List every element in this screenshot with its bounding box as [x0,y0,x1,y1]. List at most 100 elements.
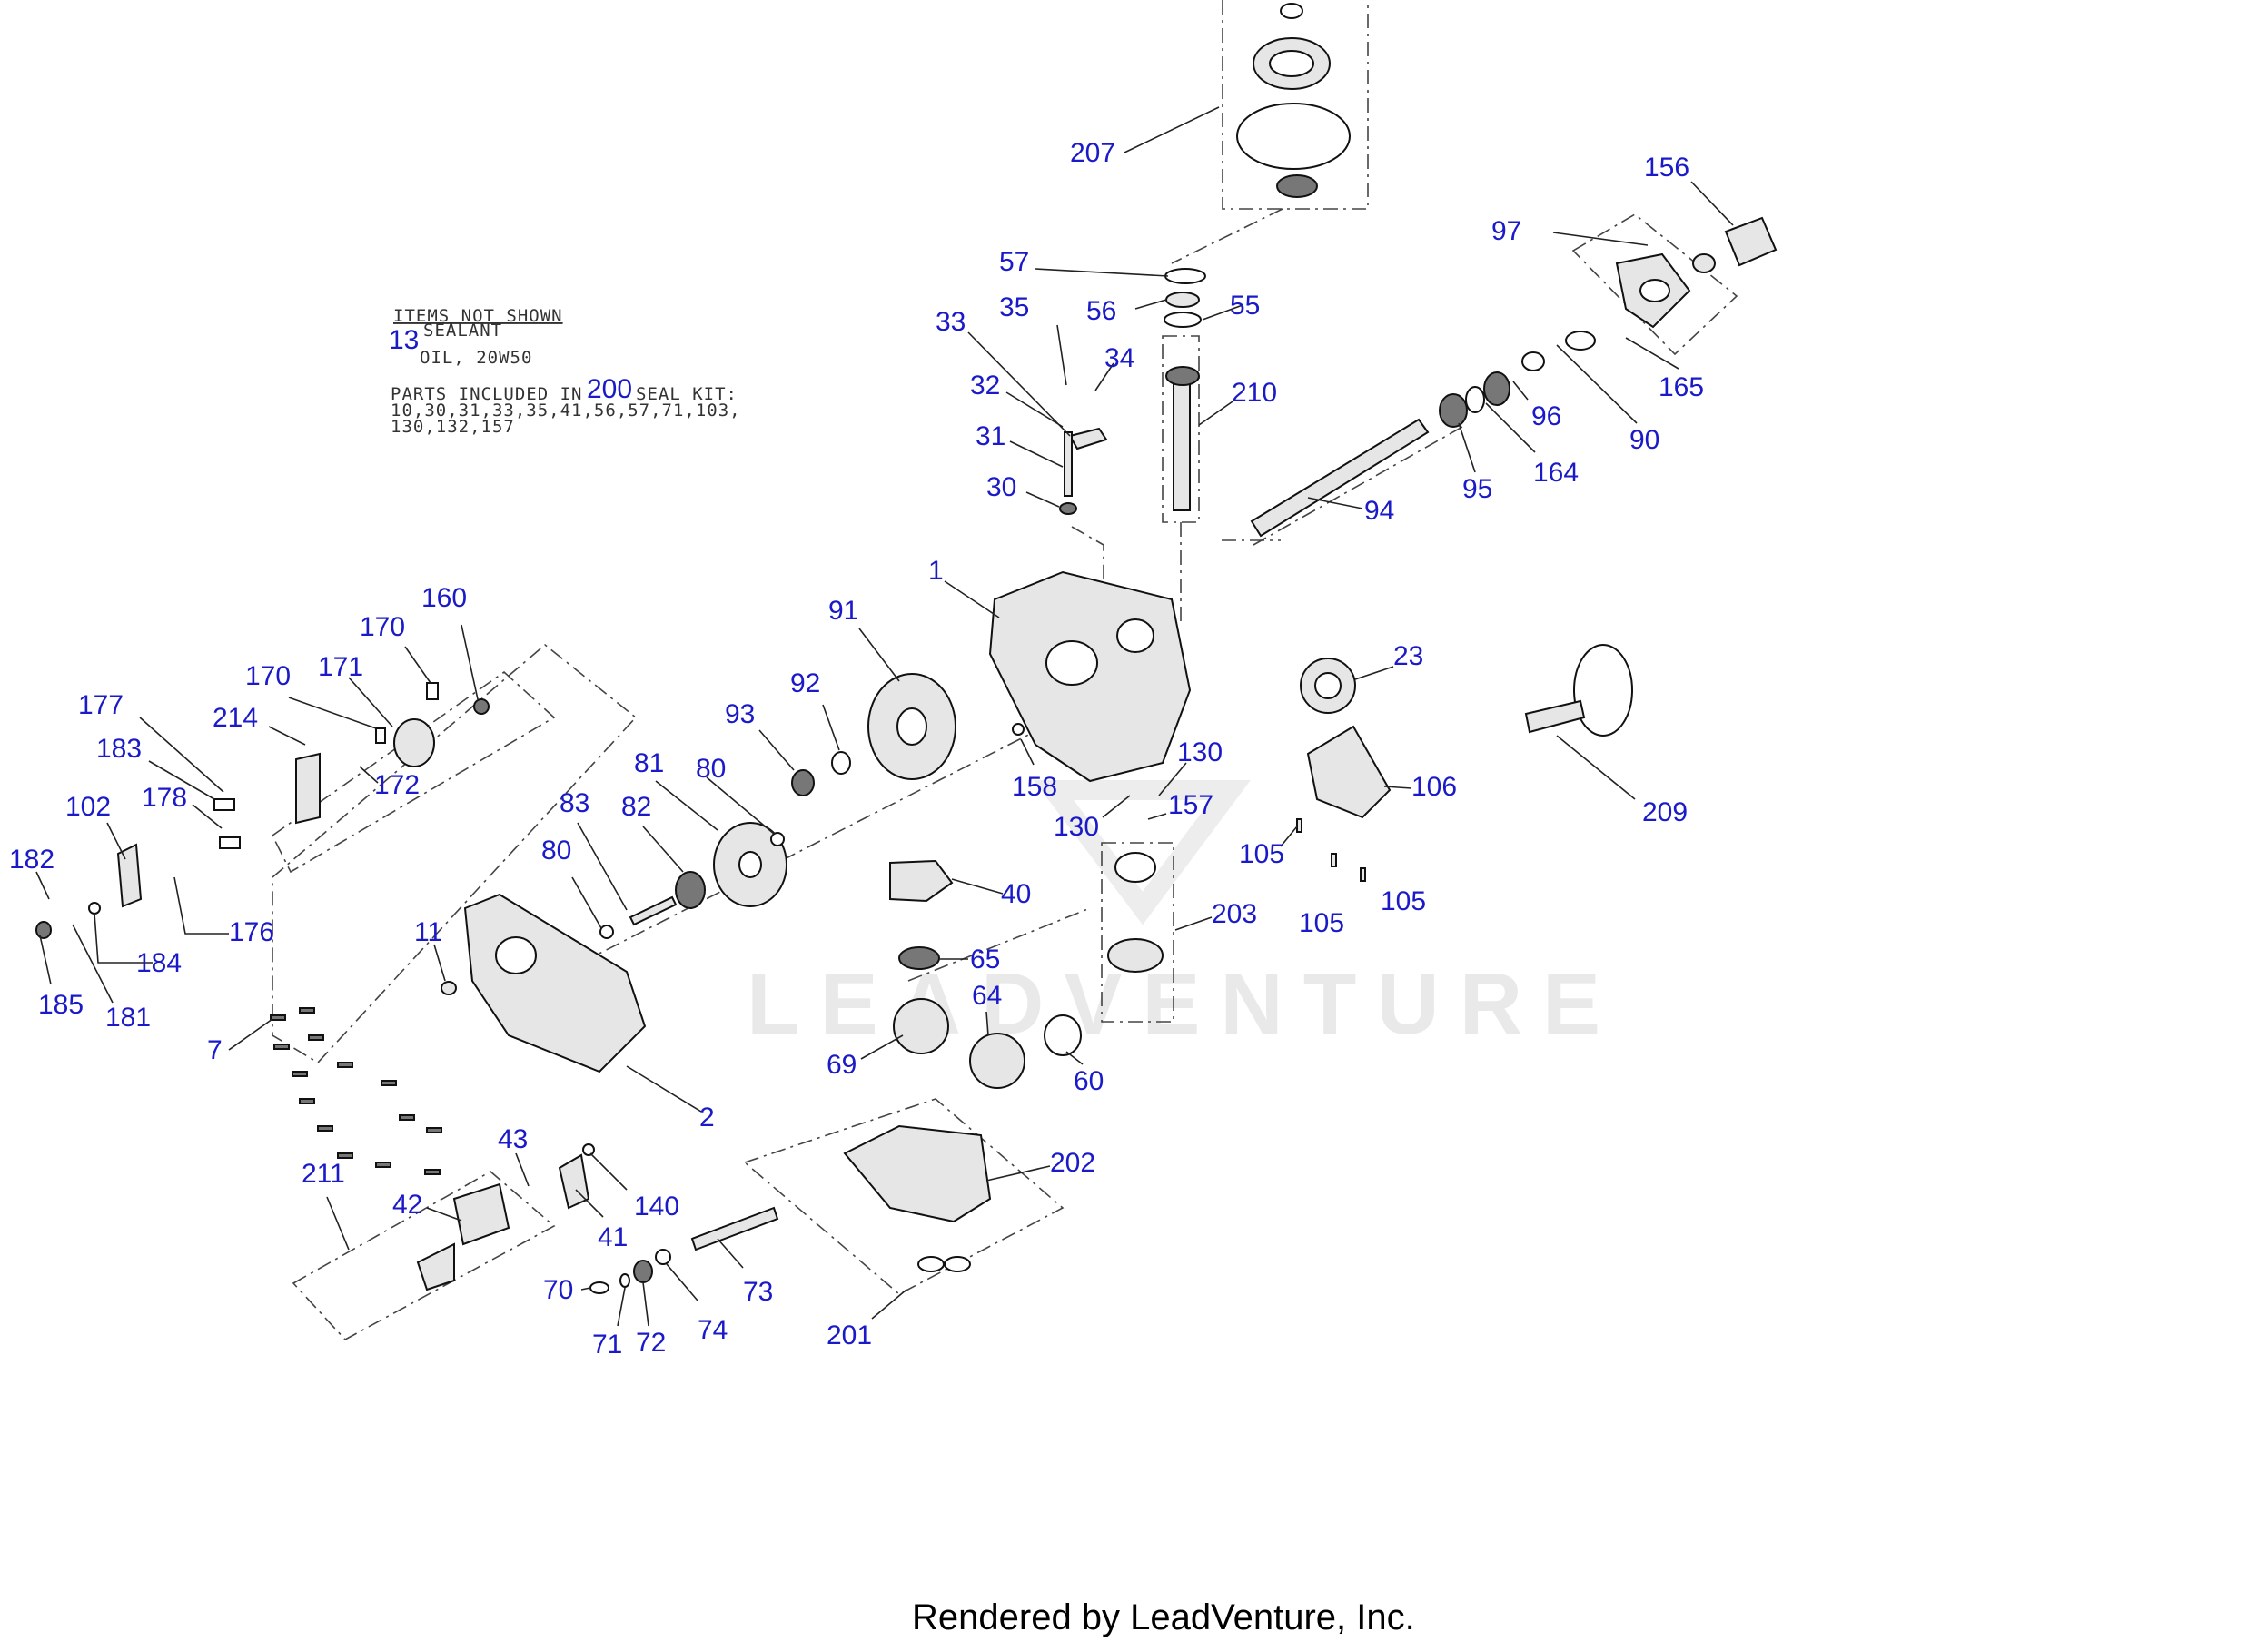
callout-57[interactable]: 57 [999,247,1029,277]
callout-156[interactable]: 156 [1644,153,1689,183]
callout-56[interactable]: 56 [1086,296,1116,326]
callout-42[interactable]: 42 [392,1190,422,1220]
callout-83[interactable]: 83 [560,788,589,818]
hub-center-icon [1639,279,1670,302]
callout-65[interactable]: 65 [970,945,1000,974]
callout-96[interactable]: 96 [1531,401,1561,431]
callout-177[interactable]: 177 [78,690,124,720]
bolt-icon-4 [270,1014,286,1021]
leader-172 [359,766,379,784]
axle-centerline [1253,426,1463,546]
callout-102[interactable]: 102 [65,792,111,822]
callout-214[interactable]: 214 [213,703,258,733]
circlip-icon [1521,351,1545,371]
pin-icon [1064,431,1073,497]
callout-181[interactable]: 181 [105,1003,151,1033]
callout-32[interactable]: 32 [970,371,1000,401]
leader-210 [1198,399,1236,426]
leader-203 [1174,916,1213,931]
callout-182[interactable]: 182 [9,845,54,875]
callout-40[interactable]: 40 [1001,879,1031,909]
callout-81[interactable]: 81 [634,748,664,778]
callout-30[interactable]: 30 [986,472,1016,502]
bolt-icon-14 [337,1152,353,1159]
callout-160[interactable]: 160 [421,583,467,613]
callout-41[interactable]: 41 [598,1222,628,1252]
leader-64 [985,1011,989,1036]
callout-69[interactable]: 69 [827,1050,857,1080]
callout-172[interactable]: 172 [374,770,420,800]
callout-94[interactable]: 94 [1364,496,1394,526]
callout-95[interactable]: 95 [1462,474,1492,504]
callout-184[interactable]: 184 [136,948,182,978]
callout-31[interactable]: 31 [976,421,1005,451]
callout-80[interactable]: 80 [696,754,726,784]
callout-130-b[interactable]: 130 [1054,812,1099,842]
callout-93[interactable]: 93 [725,699,755,729]
control-arm-icon [393,718,435,767]
hub-nut-icon [1692,253,1716,273]
callout-82[interactable]: 82 [621,792,651,822]
hub-group-outline [1571,213,1738,356]
callout-90[interactable]: 90 [1629,425,1659,455]
callout-74[interactable]: 74 [698,1315,728,1345]
callout-33[interactable]: 33 [936,307,966,337]
callout-140[interactable]: 140 [634,1192,679,1222]
leader-92 [822,704,840,751]
callout-185[interactable]: 185 [38,990,84,1020]
callout-202[interactable]: 202 [1050,1148,1095,1178]
callout-158[interactable]: 158 [1012,772,1057,802]
callout-170-b[interactable]: 170 [245,661,291,691]
bearing-icon-4 [898,946,940,970]
callout-176[interactable]: 176 [229,917,274,947]
callout-55[interactable]: 55 [1230,291,1260,321]
leader-72 [642,1281,649,1327]
leader-23 [1354,666,1394,680]
brake-drum-icon [1573,644,1633,737]
callout-211[interactable]: 211 [302,1159,345,1189]
callout-23[interactable]: 23 [1393,641,1423,671]
callout-164[interactable]: 164 [1533,458,1579,488]
leader-82 [642,826,684,873]
callout-92[interactable]: 92 [790,668,820,698]
callout-157[interactable]: 157 [1168,790,1213,820]
callout-71[interactable]: 71 [592,1330,622,1360]
callout-207[interactable]: 207 [1070,138,1115,168]
callout-105-b[interactable]: 105 [1299,908,1344,938]
leader-181 [72,924,114,1004]
callout-105[interactable]: 105 [1239,839,1284,869]
callout-165[interactable]: 165 [1659,372,1704,402]
callout-203[interactable]: 203 [1212,899,1257,929]
callout-2[interactable]: 2 [699,1103,715,1133]
callout-35[interactable]: 35 [999,292,1029,322]
callout-210[interactable]: 210 [1232,378,1277,408]
housing-bore-icon [1045,640,1098,686]
callout-11[interactable]: 11 [414,917,442,947]
callout-201[interactable]: 201 [827,1321,872,1350]
callout-183[interactable]: 183 [96,734,142,764]
callout-1[interactable]: 1 [928,556,944,586]
leader-96 [1512,381,1529,401]
callout-70[interactable]: 70 [543,1275,573,1305]
callout-130[interactable]: 130 [1177,737,1223,767]
callout-64[interactable]: 64 [972,981,1002,1011]
callout-106[interactable]: 106 [1411,772,1457,802]
callout-178[interactable]: 178 [142,783,187,813]
callout-80-b[interactable]: 80 [541,836,571,866]
callout-72[interactable]: 72 [636,1328,666,1358]
callout-105-c[interactable]: 105 [1381,886,1426,916]
callout-209[interactable]: 209 [1642,797,1688,827]
callout-73[interactable]: 73 [743,1277,773,1307]
callout-43[interactable]: 43 [498,1124,528,1154]
leader-183 [148,760,215,800]
housing-link-lines [1071,522,1182,627]
callout-60[interactable]: 60 [1074,1066,1104,1096]
thrust-washer-icon [1565,331,1596,351]
callout-171[interactable]: 171 [318,652,363,682]
spring-icon [35,921,52,939]
callout-170[interactable]: 170 [360,612,405,642]
callout-7[interactable]: 7 [207,1035,223,1065]
callout-34[interactable]: 34 [1104,343,1134,373]
callout-91[interactable]: 91 [828,596,858,626]
callout-97[interactable]: 97 [1491,216,1521,246]
